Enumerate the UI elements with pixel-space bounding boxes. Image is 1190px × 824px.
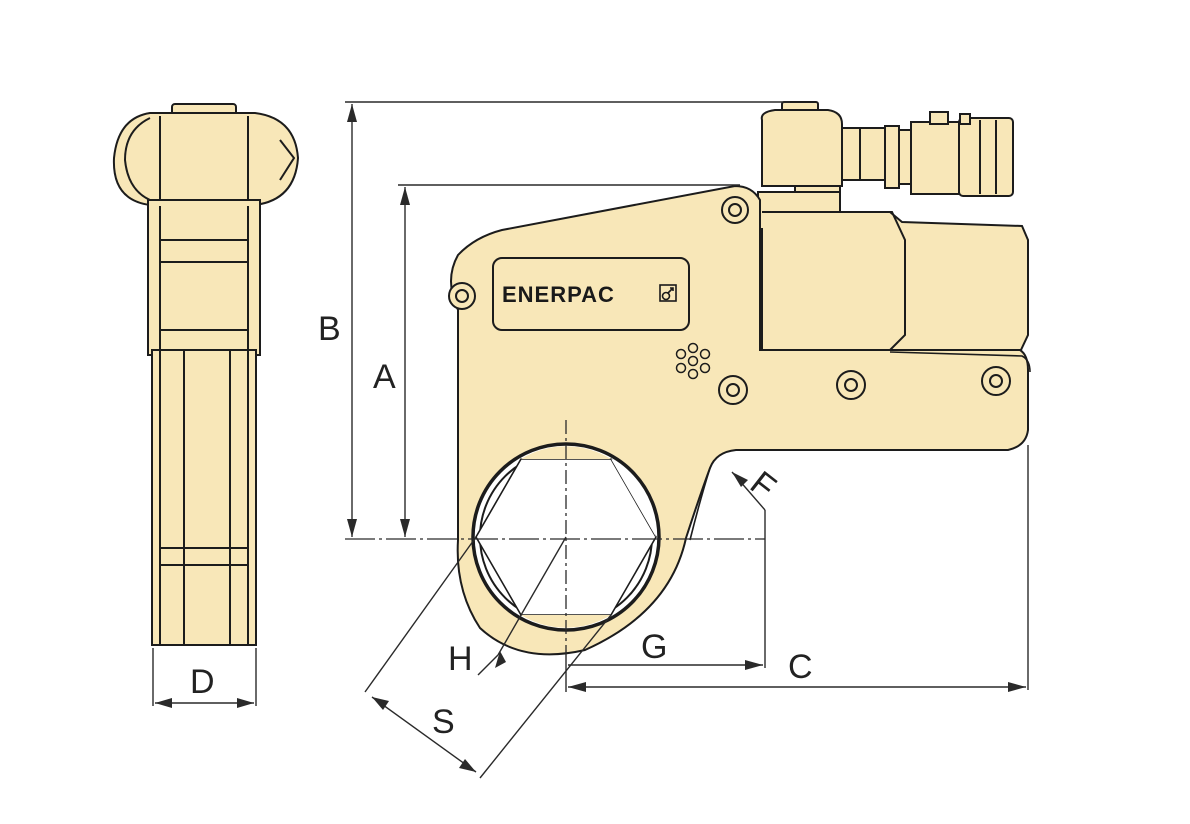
side-lower-body: [151, 349, 257, 646]
gender-male-symbol-icon: [659, 284, 677, 302]
label-c: C: [788, 648, 813, 686]
screw-icon: [981, 366, 1011, 396]
screw-icon: [718, 375, 748, 405]
side-swivel-head: [112, 112, 300, 206]
label-f: F: [743, 464, 783, 507]
screw-icon: [836, 370, 866, 400]
label-h: H: [448, 640, 473, 678]
label-d: D: [190, 663, 215, 701]
label-b: B: [318, 310, 341, 348]
label-a: A: [373, 358, 396, 396]
dimension-c: [565, 445, 1029, 692]
label-g: G: [641, 628, 667, 666]
screw-icon: [721, 196, 749, 224]
dimension-a: [398, 184, 740, 537]
label-s: S: [432, 703, 455, 741]
side-view: [112, 103, 300, 646]
brand-name: ENERPAC: [502, 282, 615, 307]
dimension-h: [477, 536, 567, 676]
dimension-f: [731, 471, 766, 511]
dimension-d: [152, 648, 257, 708]
brand-plate: [492, 257, 690, 331]
dimension-g: [568, 510, 766, 670]
hose-swivel-assembly: [760, 101, 1014, 197]
dimension-b: [345, 101, 790, 537]
screw-icon: [448, 282, 476, 310]
dimension-s: [364, 536, 612, 779]
rosette-icon: [675, 342, 711, 380]
center-lines: [345, 420, 765, 650]
side-upper-block: [147, 199, 261, 356]
